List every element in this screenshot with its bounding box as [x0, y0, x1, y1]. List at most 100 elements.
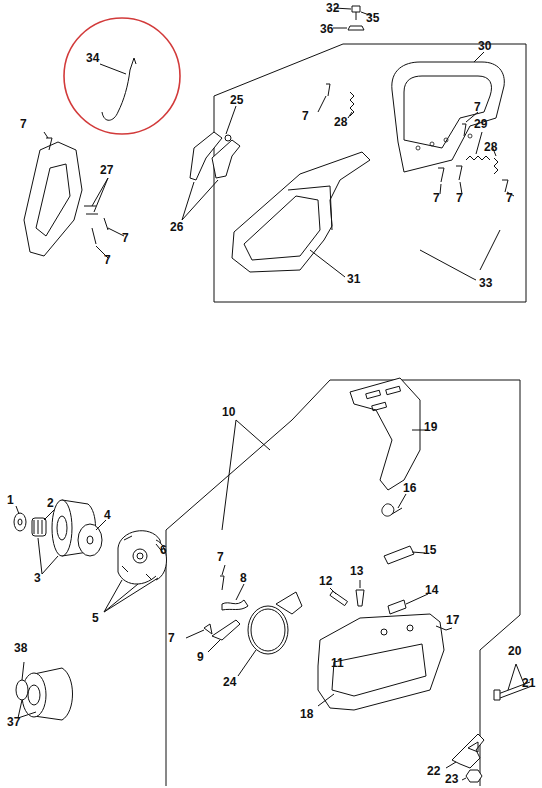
- callout-number: 30: [478, 40, 491, 52]
- bracket-inner: [36, 164, 70, 236]
- springs: [348, 92, 498, 174]
- rear-bracket: [24, 142, 82, 256]
- leader-line: [310, 250, 345, 277]
- clutch-shoes: [118, 531, 167, 584]
- callout-number: 38: [14, 642, 27, 654]
- top-handle: [392, 62, 504, 172]
- callout-number: 18: [300, 708, 313, 720]
- callout-number: 26: [170, 221, 183, 233]
- leader-line: [474, 52, 484, 62]
- leader-line: [360, 580, 361, 588]
- highlight-circle: [64, 18, 180, 134]
- screws: [44, 132, 124, 258]
- leader-line: [236, 420, 270, 450]
- leader-line: [104, 578, 158, 612]
- callout-number: 5: [92, 612, 99, 624]
- leader-line: [446, 628, 452, 630]
- callout-number: 36: [320, 23, 333, 35]
- wire-hook: [102, 58, 136, 120]
- handle-holes: [416, 134, 472, 150]
- callout-number: 7: [302, 110, 309, 122]
- leader-line: [42, 556, 58, 574]
- brake-parts: [186, 565, 248, 652]
- callout-number: 13: [350, 565, 363, 577]
- leader-line: [104, 580, 122, 612]
- throttle-parts: [190, 132, 240, 180]
- nut: [466, 770, 482, 782]
- leader-line: [398, 494, 406, 508]
- callout-number: 12: [319, 575, 332, 587]
- leader-line: [318, 694, 334, 706]
- callout-number: 21: [522, 677, 535, 689]
- leader-line: [182, 182, 194, 220]
- leader-line: [18, 712, 36, 718]
- leader-line: [96, 520, 106, 530]
- clutch-detail: [122, 536, 152, 580]
- callout-number: 7: [122, 232, 129, 244]
- leader-line: [182, 180, 218, 220]
- guard-slots: [366, 386, 401, 410]
- leader-line: [406, 594, 428, 604]
- side-cover: [318, 614, 444, 710]
- callout-number: 7: [168, 632, 175, 644]
- callout-number: 22: [427, 765, 440, 777]
- group-outline: [214, 44, 526, 302]
- callout-number: 37: [7, 716, 20, 728]
- leader-line: [22, 662, 24, 680]
- callout-number: 33: [479, 277, 492, 289]
- callout-number: 7: [506, 192, 513, 204]
- callout-number: 4: [104, 509, 111, 521]
- callout-number: 14: [425, 584, 438, 596]
- callout-number: 20: [508, 645, 521, 657]
- callout-number: 35: [366, 12, 379, 24]
- leader-line: [462, 778, 466, 780]
- callout-number: 6: [160, 544, 167, 556]
- callout-number: 34: [86, 52, 99, 64]
- callout-number: 28: [334, 116, 347, 128]
- callout-number: 7: [456, 192, 463, 204]
- callout-number: 24: [223, 676, 236, 688]
- leader-line: [330, 588, 336, 594]
- callout-number: 7: [104, 254, 111, 266]
- cover-window: [332, 644, 426, 696]
- leader-line: [16, 506, 19, 514]
- callout-number: 19: [424, 421, 437, 433]
- leader-line: [238, 650, 256, 676]
- callout-number: 15: [423, 544, 436, 556]
- callout-number: 29: [474, 118, 487, 130]
- screws: [318, 84, 514, 196]
- hand-guard: [350, 378, 420, 490]
- guard-inner: [244, 196, 320, 260]
- cover-hole: [381, 629, 387, 635]
- callout-number: 2: [47, 497, 54, 509]
- callout-number: 1: [7, 494, 14, 506]
- callout-number: 16: [403, 482, 416, 494]
- callout-number: 11: [331, 657, 344, 669]
- leader-line: [508, 664, 516, 690]
- leader-line: [446, 762, 456, 768]
- leader-line: [104, 584, 138, 612]
- chain-guard: [232, 152, 370, 272]
- sprocket: [16, 668, 73, 720]
- callout-number: 27: [100, 164, 113, 176]
- callout-number: 31: [347, 273, 360, 285]
- group-outline: [166, 380, 520, 786]
- leader-line: [226, 106, 236, 134]
- guard-flange: [288, 186, 332, 230]
- callout-number: 17: [446, 614, 459, 626]
- clutch-drum: [14, 500, 102, 556]
- leader-line: [420, 250, 476, 280]
- leader-line: [222, 420, 236, 530]
- callout-number: 28: [484, 141, 497, 153]
- callout-number: 7: [433, 192, 440, 204]
- callout-number: 23: [445, 773, 458, 785]
- leader-line: [44, 510, 54, 520]
- bearing-rollers: [34, 520, 42, 534]
- callout-number: 32: [326, 2, 339, 14]
- callout-number: 3: [34, 572, 41, 584]
- leader-line: [38, 538, 42, 574]
- callout-number: 8: [240, 572, 247, 584]
- plate-slot: [468, 742, 478, 752]
